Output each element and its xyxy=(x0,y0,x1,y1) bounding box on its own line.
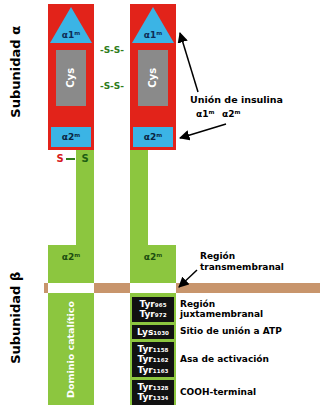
transmembrane-gap xyxy=(130,283,176,293)
node-text: Tyr₁₁₅₈ xyxy=(133,344,173,354)
binding-box: α2ᵐ xyxy=(51,127,91,147)
leader-arrow xyxy=(180,33,198,92)
node-text: Tyr₁₃₂₈ xyxy=(133,382,173,392)
sulfur-atom: S xyxy=(56,153,63,165)
node-text: Tyr₁₁₆₂ xyxy=(133,354,173,364)
tyrosine-box: Tyr₉₆₅Tyr₉₇₂ xyxy=(132,297,174,322)
node-text: Tyr₉₆₅ xyxy=(133,299,173,309)
beta-neck xyxy=(76,150,94,245)
node-text: α2ᵐ xyxy=(62,132,80,142)
node-text: Cys xyxy=(147,68,159,88)
annotation-label: COOH-terminal xyxy=(180,387,256,398)
beta-chain: α2ᵐ xyxy=(130,245,176,283)
subunit-label: Subunidad β xyxy=(8,272,24,364)
node-text: α1ᵐ xyxy=(144,30,162,40)
triangle-outline xyxy=(50,7,92,43)
annotation-label: Región juxtamembranal xyxy=(180,299,280,321)
beta-neck xyxy=(130,150,148,245)
alpha-chain xyxy=(130,4,176,150)
annotation-label: Asa de activación xyxy=(180,354,269,365)
binding-triangle: α1ᵐ xyxy=(132,7,174,43)
cysteine-domain: Cys xyxy=(138,50,168,106)
disulfide-bond: -S-S- xyxy=(100,81,124,92)
annotation-label: Sitio de unión a ATP xyxy=(180,326,282,337)
node-text: α2ᵐ xyxy=(62,252,80,262)
node-text: α1ᵐ xyxy=(62,30,80,40)
cysteine-domain: Cys xyxy=(56,50,86,106)
node-text: Lys₁₀₃₀ xyxy=(133,327,173,337)
beta-chain-body xyxy=(130,245,176,405)
annotation-label: α1ᵐ xyxy=(196,109,214,120)
node-text: Cys xyxy=(65,68,77,88)
node-text: Tyr₉₇₂ xyxy=(133,309,173,319)
binding-triangle: α1ᵐ xyxy=(50,7,92,43)
node-text: Tyr₁₃₃₄ xyxy=(133,392,173,402)
triangle-outline xyxy=(132,7,174,43)
beta-chain-body xyxy=(48,245,94,405)
annotation-label: Unión de insulina xyxy=(190,94,283,105)
node-text: Tyr₁₁₆₃ xyxy=(133,365,173,375)
node-text: Dominio catalítico xyxy=(66,301,77,398)
sulfur-atom: S xyxy=(81,153,88,165)
node-text: α2ᵐ xyxy=(144,252,162,262)
tyrosine-box: Tyr₁₁₅₈Tyr₁₁₆₂Tyr₁₁₆₃ xyxy=(132,342,174,377)
annotation-label: α2ᵐ xyxy=(222,109,240,120)
annotation-label: Región transmembranal xyxy=(200,251,300,273)
leader-arrow xyxy=(179,270,197,287)
bond-line xyxy=(66,158,75,160)
node-text: α2ᵐ xyxy=(144,132,162,142)
beta-chain: α2ᵐDominio catalítico xyxy=(48,245,94,405)
tyrosine-box: Tyr₁₃₂₈Tyr₁₃₃₄ xyxy=(132,380,174,405)
disulfide-bond: -S-S- xyxy=(100,45,124,56)
subunit-label: Subunidad α xyxy=(8,26,24,118)
binding-box: α2ᵐ xyxy=(133,127,173,147)
transmembrane-gap xyxy=(48,283,94,293)
leader-arrow xyxy=(180,124,226,138)
alpha-chain xyxy=(48,4,94,150)
lysine-box: Lys₁₀₃₀ xyxy=(132,325,174,339)
